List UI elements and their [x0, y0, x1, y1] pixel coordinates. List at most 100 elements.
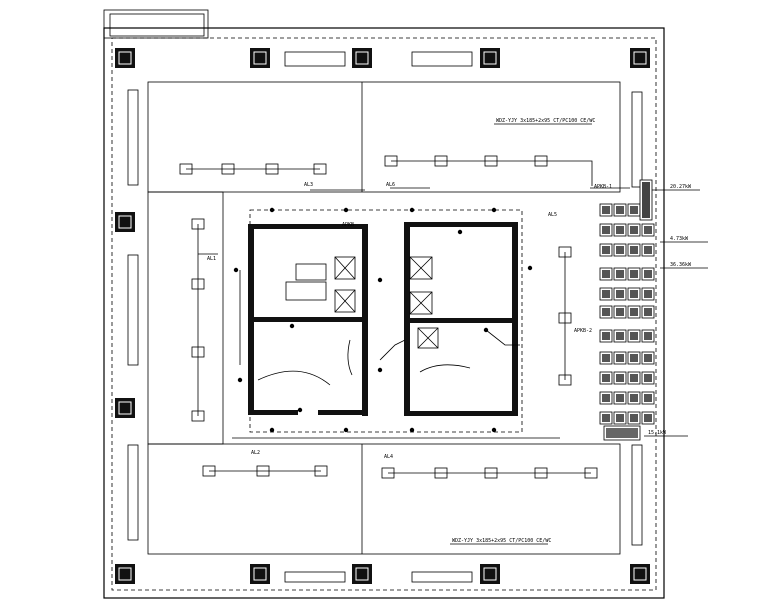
column — [352, 564, 372, 584]
load-label-1: 20.27kW — [670, 184, 692, 190]
panel-array — [599, 179, 655, 441]
panel-box-fill — [602, 246, 610, 254]
panel-box-fill — [644, 414, 652, 422]
panel-box-fill — [630, 394, 638, 402]
column-inner — [118, 215, 132, 229]
panel-box-fill — [602, 332, 610, 340]
panel-box-fill — [616, 332, 624, 340]
load-label-2: 4.73kW — [670, 236, 689, 242]
panel-box-fill — [616, 246, 624, 254]
panel-box-fill — [644, 394, 652, 402]
panel-box-fill — [630, 354, 638, 362]
column — [115, 212, 135, 232]
column — [250, 564, 270, 584]
column — [115, 48, 135, 68]
panel-label-apkb-small: APKB — [342, 222, 354, 228]
downlight — [233, 267, 239, 273]
panel-label-al1: AL1 — [207, 256, 216, 262]
panel-box-fill — [602, 354, 610, 362]
downlight — [343, 207, 349, 213]
downlight — [237, 377, 243, 383]
downlight — [377, 367, 383, 373]
panel-box-fill — [602, 414, 610, 422]
panel-box-fill — [644, 270, 652, 278]
cable-label-top: WDZ-YJY 3x185+2x95 CT/PC100 CE/WC — [496, 118, 595, 124]
panel-box-fill — [630, 308, 638, 316]
panel-box-fill — [630, 246, 638, 254]
column — [630, 48, 650, 68]
panel-label-apkb1: APKB-1 — [594, 184, 612, 190]
column — [250, 48, 270, 68]
column — [480, 564, 500, 584]
panel-box-fill — [644, 226, 652, 234]
panel-box-fill — [644, 332, 652, 340]
column-group — [115, 48, 650, 584]
panel-box-fill — [616, 206, 624, 214]
panel-label-al4: AL4 — [384, 454, 393, 460]
column-inner — [118, 567, 132, 581]
core-walls — [248, 222, 518, 416]
downlight — [289, 323, 295, 329]
partition-lines — [147, 81, 621, 555]
column-inner — [483, 51, 497, 65]
panel-box-fill — [630, 290, 638, 298]
panel-box-fill — [644, 308, 652, 316]
downlight — [491, 427, 497, 433]
downlight — [527, 265, 533, 271]
downlight — [409, 207, 415, 213]
panel-box-fill — [644, 246, 652, 254]
label-group: WDZ-YJY 3x185+2x95 CT/PC100 CE/WC WDZ-YJ… — [207, 118, 708, 545]
column-inner — [355, 567, 369, 581]
panel-box-fill — [602, 270, 610, 278]
panel-box-fill — [602, 394, 610, 402]
panel-box-fill — [602, 308, 610, 316]
column — [115, 564, 135, 584]
downlight — [457, 229, 463, 235]
column-inner — [253, 51, 267, 65]
panel-box-fill — [616, 374, 624, 382]
panel-box-fill — [606, 428, 638, 438]
downlight — [269, 427, 275, 433]
column — [630, 564, 650, 584]
panel-label-al6: AL6 — [386, 182, 395, 188]
panel-label-al5: AL5 — [548, 212, 557, 218]
panel-box-fill — [630, 414, 638, 422]
column — [480, 48, 500, 68]
panel-box-fill — [616, 226, 624, 234]
panel-box-fill — [644, 374, 652, 382]
panel-box-fill — [602, 290, 610, 298]
column — [115, 398, 135, 418]
downlight — [343, 427, 349, 433]
panel-box-fill — [616, 308, 624, 316]
wiring — [186, 160, 630, 474]
window-group — [127, 51, 643, 583]
column-inner — [483, 567, 497, 581]
load-label-4: 15.1kW — [648, 430, 667, 436]
panel-box-fill — [630, 332, 638, 340]
downlight — [491, 207, 497, 213]
panel-box-fill — [616, 354, 624, 362]
panel-box-fill — [630, 226, 638, 234]
panel-box-fill — [616, 290, 624, 298]
column-inner — [118, 51, 132, 65]
panel-cabinet-fill — [642, 182, 650, 218]
panel-box-fill — [602, 206, 610, 214]
panel-box-fill — [602, 374, 610, 382]
panel-box-fill — [630, 374, 638, 382]
downlight — [409, 427, 415, 433]
column-inner — [355, 51, 369, 65]
panel-label-al3: AL3 — [304, 182, 313, 188]
panel-label-apkb2: APKB-2 — [574, 328, 592, 334]
downlight — [377, 277, 383, 283]
building-outline — [103, 9, 665, 599]
column-inner — [118, 401, 132, 415]
panel-box-fill — [630, 206, 638, 214]
panel-box-fill — [630, 270, 638, 278]
panel-box-fill — [616, 270, 624, 278]
panel-box-fill — [616, 394, 624, 402]
panel-box-fill — [644, 290, 652, 298]
column — [352, 48, 372, 68]
load-label-3: 36.36kW — [670, 262, 692, 268]
cable-label-bottom: WDZ-YJY 3x185+2x95 CT/PC100 CE/WC — [452, 538, 551, 544]
